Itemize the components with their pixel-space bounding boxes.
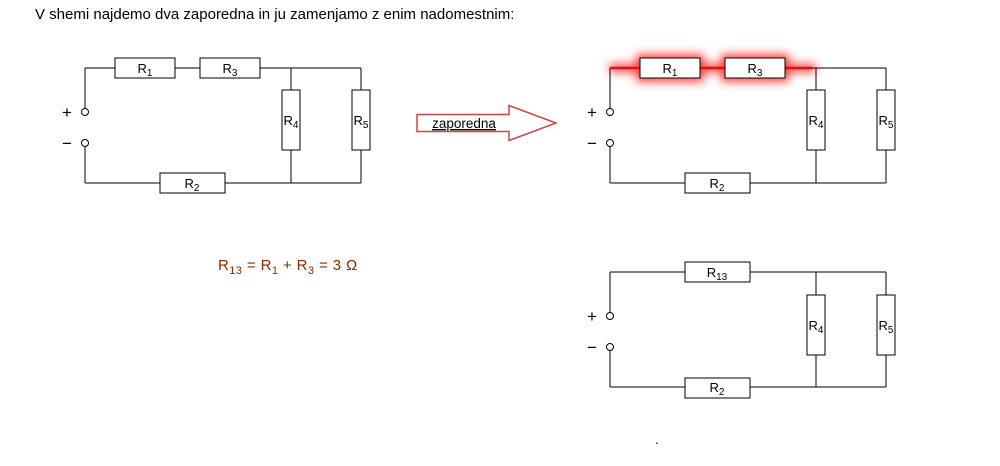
- r2-label-base: R: [185, 176, 194, 191]
- circuit-original: R1 R3 R4 R5 R2 + −: [62, 57, 371, 194]
- resistor-r2-box: [684, 377, 751, 399]
- resistor-r4-box: [806, 89, 826, 151]
- r3-label-sub: 3: [757, 68, 763, 79]
- series-arrow: zaporedna: [416, 104, 559, 142]
- r3-label-sub: 3: [232, 68, 238, 79]
- r5-label-base: R: [879, 318, 888, 333]
- resistor-r2-label: R2: [710, 380, 725, 398]
- circuit-original-wires: [84, 67, 362, 184]
- resistor-r1-label: R1: [663, 61, 678, 79]
- resistor-r2-label: R2: [185, 176, 200, 194]
- r4-label-sub: 4: [818, 120, 824, 131]
- circuit-equivalent: R13 R4 R5 R2 + −: [587, 261, 896, 399]
- r13-label-base: R: [707, 265, 716, 280]
- circuit-equivalent-wires: [609, 271, 887, 388]
- formula: R13 = R1 + R3 = 3 Ω: [218, 257, 358, 277]
- minus-sign: −: [587, 134, 597, 153]
- r4-label-sub: 4: [293, 120, 299, 131]
- r3-label-base: R: [748, 61, 757, 76]
- circuit-highlighted: R1 R3 R4 R5 R2 + −: [587, 54, 896, 194]
- formula-r13-sub: 13: [229, 265, 243, 277]
- r5-label-sub: 5: [888, 120, 894, 131]
- resistor-r5-label: R5: [879, 113, 894, 131]
- resistor-r13-label: R13: [707, 265, 728, 283]
- terminal-plus: [606, 108, 614, 116]
- plus-sign: +: [587, 307, 597, 326]
- resistor-r1-box: [114, 57, 176, 79]
- plus-sign: +: [587, 103, 597, 122]
- resistor-r5-label: R5: [879, 318, 894, 336]
- circuit-highlighted-wires: [609, 67, 887, 184]
- resistor-r1-box-highlighted: [639, 57, 701, 79]
- resistor-r3-label: R3: [748, 61, 763, 79]
- terminal-minus: [606, 343, 614, 351]
- plus-sign: +: [62, 103, 72, 122]
- resistor-r3-label: R3: [223, 61, 238, 79]
- resistor-r5-box: [351, 89, 371, 151]
- resistor-r4-box: [281, 89, 301, 151]
- resistor-r2-box: [684, 172, 751, 194]
- arrow-shape: [416, 104, 559, 142]
- formula-r1-sub: 1: [271, 265, 279, 277]
- resistor-r5-box: [876, 294, 896, 356]
- terminal-minus: [606, 139, 614, 147]
- terminal-plus: [606, 312, 614, 320]
- r2-label-base: R: [710, 176, 719, 191]
- resistor-r5-box: [876, 89, 896, 151]
- r2-label-base: R: [710, 380, 719, 395]
- minus-sign: −: [587, 338, 597, 357]
- r4-label-base: R: [809, 318, 818, 333]
- resistor-r4-label: R4: [284, 113, 299, 131]
- resistor-r1-label: R1: [138, 61, 153, 79]
- resistor-r4-box: [806, 294, 826, 356]
- r2-label-sub: 2: [719, 387, 725, 398]
- formula-plus-r3: + R: [278, 257, 308, 274]
- r4-label-base: R: [809, 113, 818, 128]
- r5-label-sub: 5: [363, 120, 369, 131]
- r1-label-sub: 1: [672, 68, 678, 79]
- resistor-r5-label: R5: [354, 113, 369, 131]
- r2-label-sub: 2: [719, 183, 725, 194]
- r3-label-base: R: [223, 61, 232, 76]
- formula-eq-r1: = R: [242, 257, 272, 274]
- r1-label-base: R: [663, 61, 672, 76]
- r5-label-base: R: [879, 113, 888, 128]
- arrow-label: zaporedna: [432, 116, 496, 131]
- minus-sign: −: [62, 134, 72, 153]
- resistor-r4-label: R4: [809, 113, 824, 131]
- r2-label-sub: 2: [194, 183, 200, 194]
- formula-r3-sub: 3: [307, 265, 315, 277]
- terminal-minus: [81, 139, 89, 147]
- page-title: V shemi najdemo dva zaporedna in ju zame…: [35, 6, 515, 23]
- resistor-r13-box: [684, 261, 751, 283]
- resistor-r2-label: R2: [710, 176, 725, 194]
- r1-label-base: R: [138, 61, 147, 76]
- resistor-r2-box: [159, 172, 226, 194]
- trailing-period: .: [655, 432, 659, 447]
- r1-label-sub: 1: [147, 68, 153, 79]
- r4-label-base: R: [284, 113, 293, 128]
- terminal-plus: [81, 108, 89, 116]
- formula-result: = 3 Ω: [314, 257, 358, 274]
- r5-label-base: R: [354, 113, 363, 128]
- resistor-r3-box: [199, 57, 261, 79]
- r5-label-sub: 5: [888, 325, 894, 336]
- resistor-r4-label: R4: [809, 318, 824, 336]
- r13-label-sub: 13: [716, 272, 728, 283]
- resistor-r3-box-highlighted: [724, 57, 786, 79]
- r4-label-sub: 4: [818, 325, 824, 336]
- formula-r13: R: [218, 257, 230, 274]
